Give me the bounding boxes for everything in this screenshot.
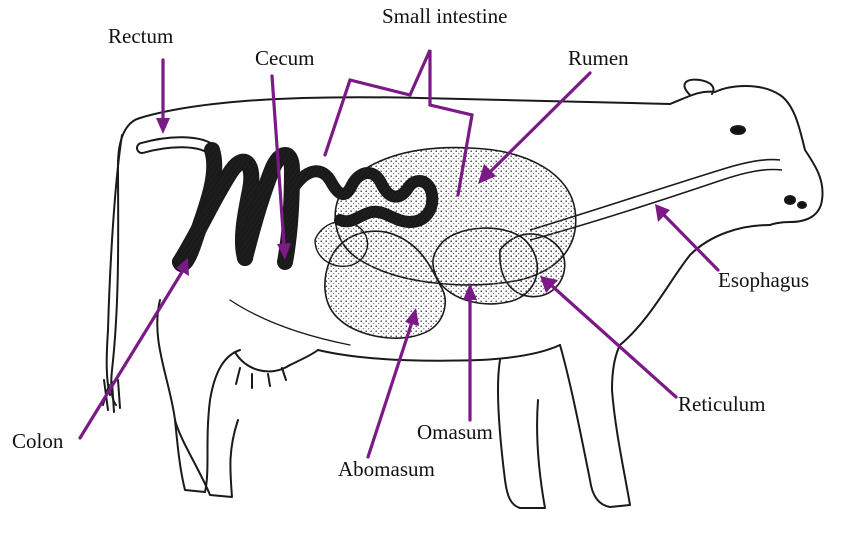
rumen-label: Rumen [568, 48, 629, 69]
omasum-organ [433, 228, 537, 304]
cecum-label: Cecum [255, 48, 314, 69]
small-intestine-label: Small intestine [382, 6, 507, 27]
esophagus-label: Esophagus [718, 270, 809, 291]
esophagus-pointer [664, 215, 718, 270]
abomasum-pointer [368, 322, 412, 457]
rectum-label: Rectum [108, 26, 173, 47]
rectum-arrowhead [156, 118, 170, 134]
rumen-pointer [490, 73, 590, 172]
omasum-label: Omasum [417, 422, 493, 443]
colon-label: Colon [12, 431, 63, 452]
abomasum-label: Abomasum [338, 459, 435, 480]
abomasum-fold [315, 221, 368, 266]
colon-pointer [80, 272, 182, 438]
reticulum-label: Reticulum [678, 394, 766, 415]
